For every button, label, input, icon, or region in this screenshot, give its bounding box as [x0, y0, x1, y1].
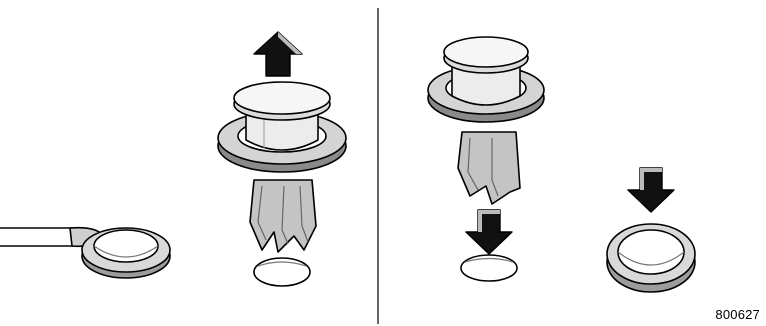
up-arrow-icon [254, 32, 302, 76]
push-clip-removed [218, 82, 346, 252]
collar-ring-right [607, 224, 695, 292]
figure-code: 800627 [715, 307, 760, 322]
down-arrow-icon-center [466, 210, 512, 254]
mounting-hole-right [461, 255, 517, 281]
collar-ring-left [82, 228, 170, 278]
push-clip-inserted [428, 37, 544, 204]
empty-mounting-hole-left [254, 258, 310, 286]
down-arrow-icon-right [628, 168, 674, 212]
